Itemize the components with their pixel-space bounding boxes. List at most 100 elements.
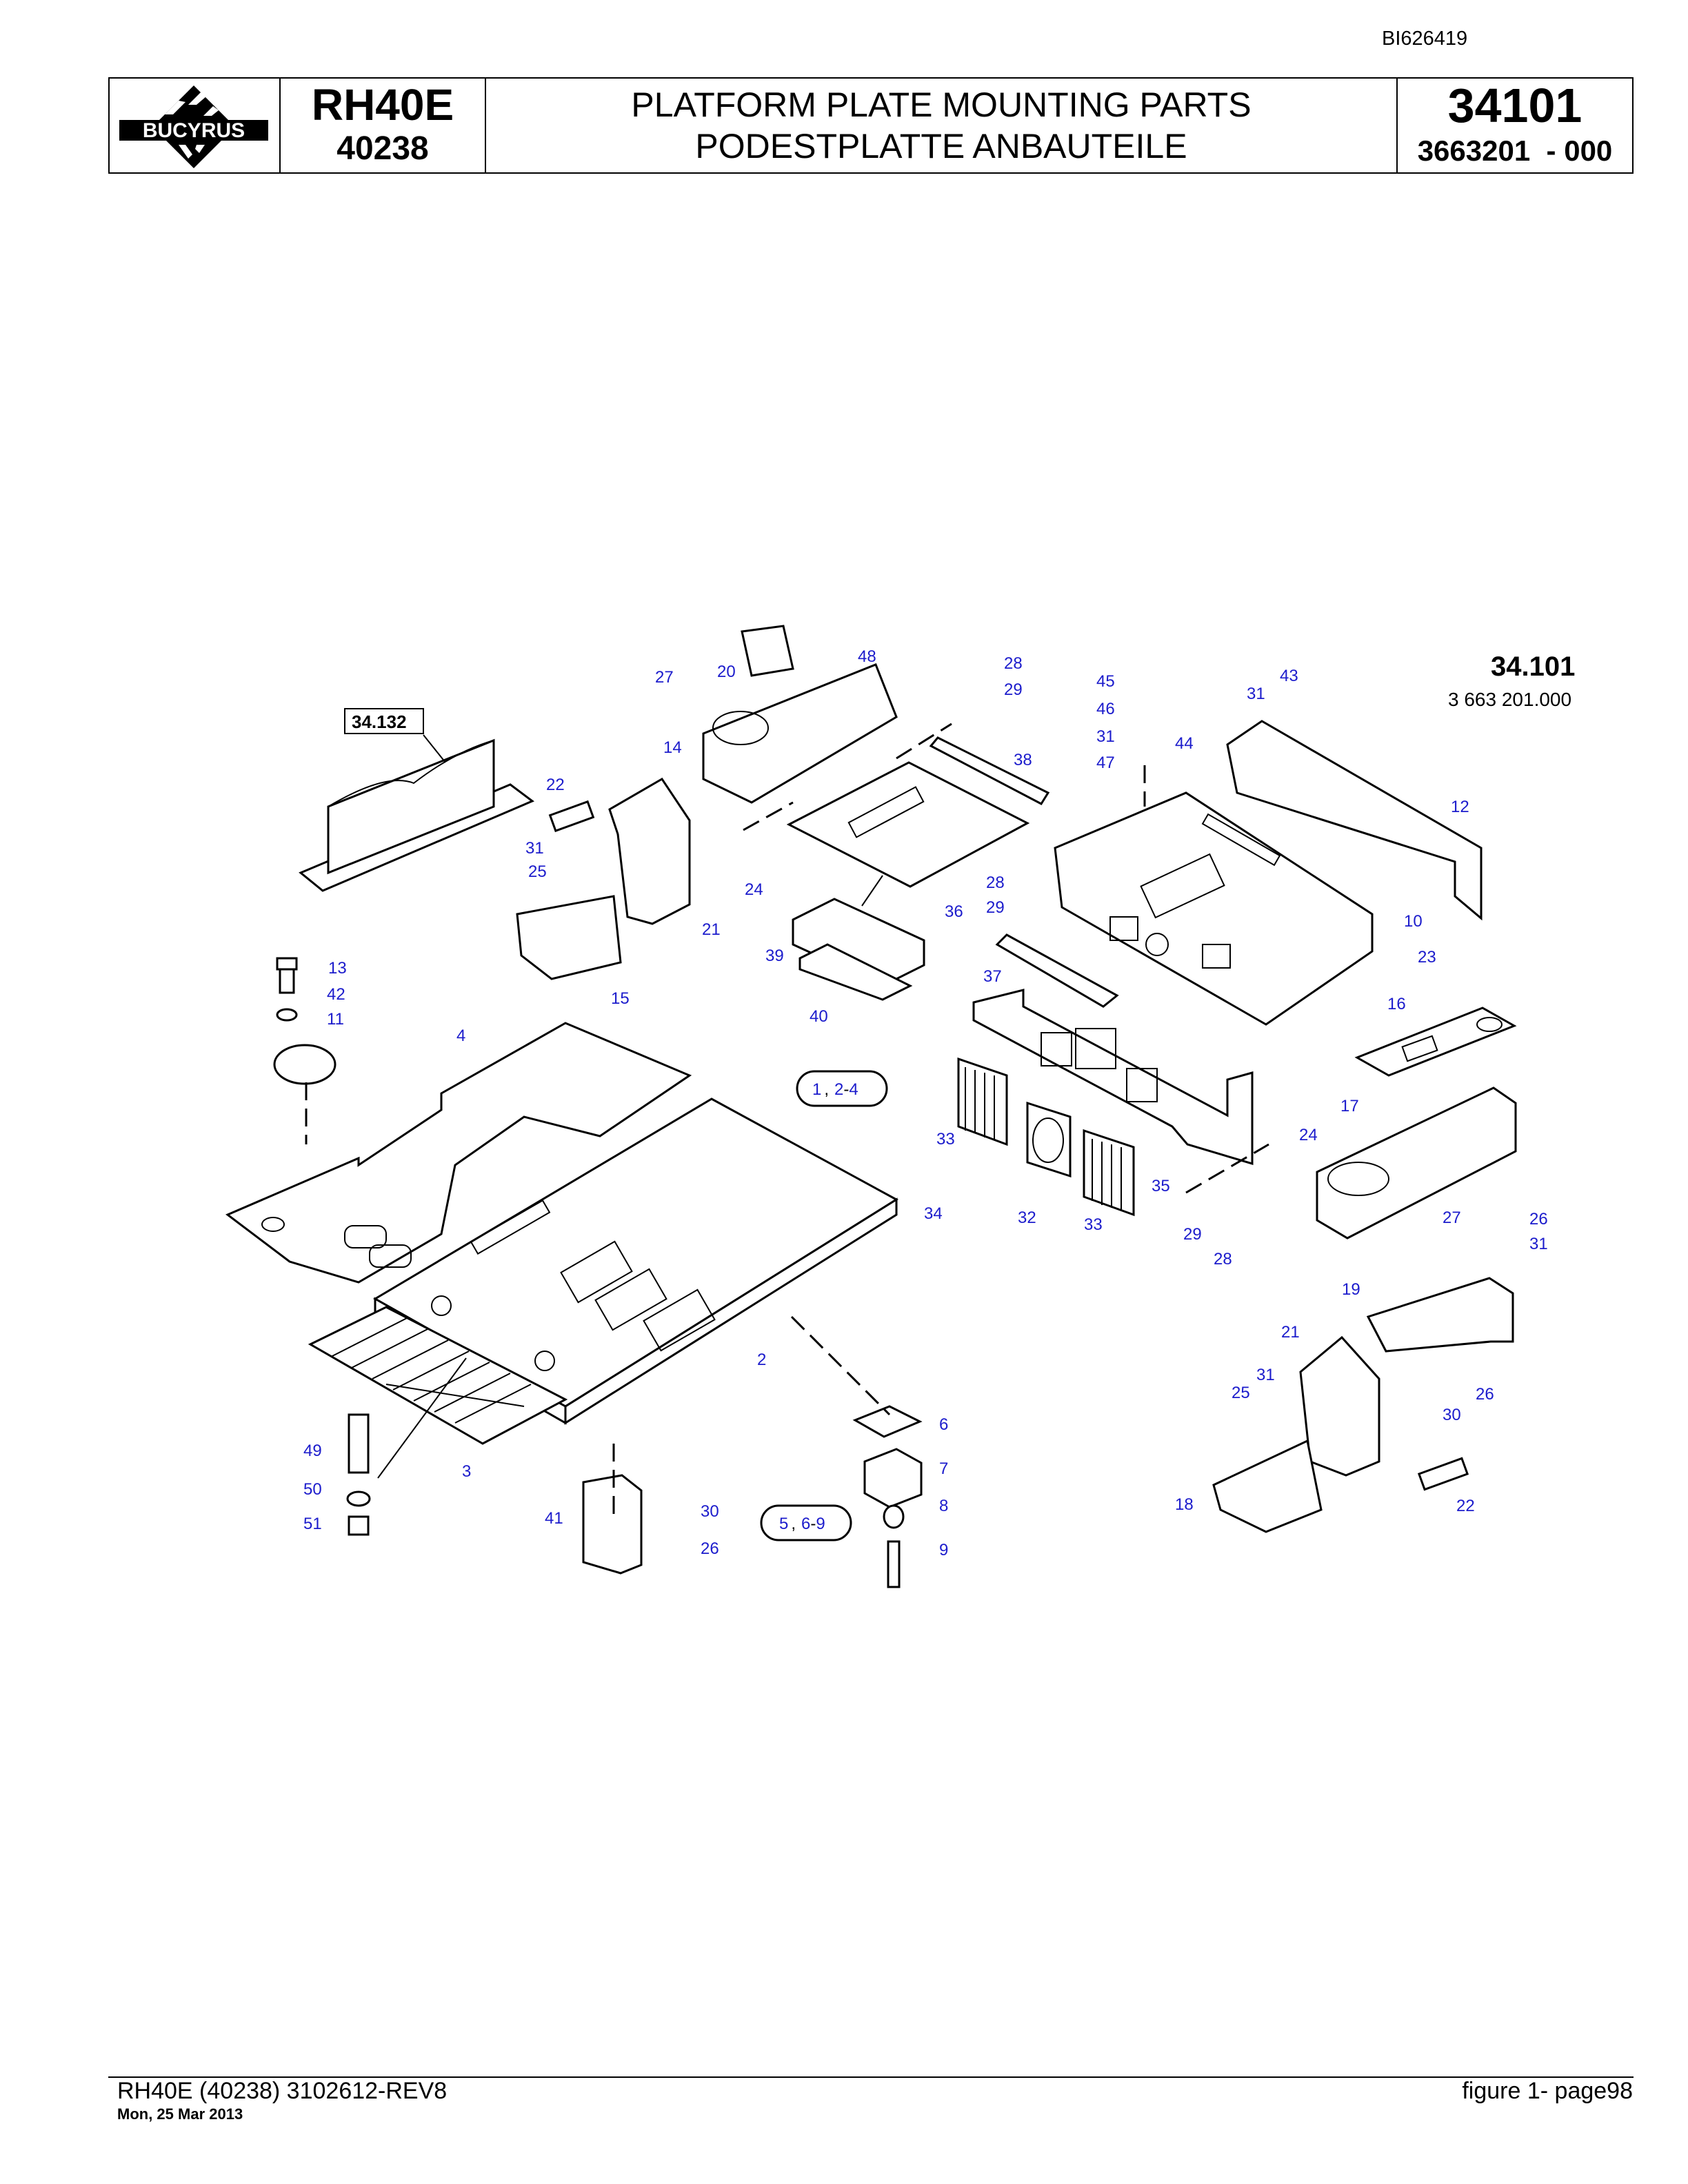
bucyrus-logo: BUCYRUS <box>119 85 268 168</box>
callout-28: 28 <box>986 873 1005 892</box>
floor-mat-4 <box>225 1022 692 1284</box>
callout-25: 25 <box>528 862 547 881</box>
title-cell: PLATFORM PLATE MOUNTING PARTS PODESTPLAT… <box>486 79 1398 172</box>
callout-3: 3 <box>462 1462 471 1481</box>
fan-32 <box>1026 1101 1072 1178</box>
callout-20: 20 <box>717 663 736 681</box>
callout-14: 14 <box>663 738 682 757</box>
callout-44: 44 <box>1175 734 1194 753</box>
callout-31: 31 <box>1096 727 1115 746</box>
louvre-33-right <box>1083 1129 1135 1217</box>
callout-10: 10 <box>1404 912 1423 931</box>
bracket-21-right <box>1299 1335 1380 1477</box>
clamp-block-5-9 <box>852 1405 923 1588</box>
assembly-line <box>790 1315 891 1416</box>
callout-13: 13 <box>328 959 347 978</box>
callout-31: 31 <box>525 839 544 858</box>
callout-50: 50 <box>303 1480 322 1499</box>
cover-15 <box>516 895 622 980</box>
callout-33: 33 <box>1084 1215 1103 1234</box>
callout-25: 25 <box>1232 1384 1250 1402</box>
model-name: RH40E <box>311 80 454 130</box>
callout-16: 16 <box>1387 995 1406 1013</box>
louvre-33-left <box>957 1057 1008 1146</box>
callout-30: 30 <box>701 1502 719 1521</box>
callout-2: 2 <box>757 1351 766 1369</box>
number-cell: 34101 3663201 - 000 <box>1398 79 1632 172</box>
callout-41: 41 <box>545 1509 563 1528</box>
callout-22: 22 <box>546 776 565 794</box>
console-housing-17 <box>1316 1086 1517 1240</box>
callout-18: 18 <box>1175 1495 1194 1514</box>
callout-42: 42 <box>327 985 345 1004</box>
callout-29: 29 <box>1004 680 1023 699</box>
callout-12: 12 <box>1451 798 1469 816</box>
callout-7: 7 <box>939 1459 948 1478</box>
angle-12 <box>1226 720 1483 921</box>
ref-group-label: 34.101 <box>1491 651 1575 682</box>
bracket-21-left <box>548 777 691 925</box>
callout-46: 46 <box>1096 700 1115 718</box>
bracket-19 <box>1366 1277 1514 1353</box>
step-grating-3 <box>308 1306 568 1445</box>
callout-36: 36 <box>945 902 963 921</box>
bracket-38 <box>929 736 1050 805</box>
callout-49: 49 <box>303 1442 322 1460</box>
callout-26: 26 <box>1476 1385 1494 1404</box>
group-label-1-4: 1,2-4 <box>812 1080 858 1099</box>
top-cover-10 <box>1054 791 1374 1026</box>
callout-38: 38 <box>1014 751 1032 769</box>
callout-48: 48 <box>858 647 876 666</box>
callout-24: 24 <box>745 880 763 899</box>
callout-30: 30 <box>1443 1406 1461 1424</box>
assembly-line <box>1185 1143 1269 1194</box>
filter-39-40 <box>792 898 925 1001</box>
arrow <box>377 1357 467 1479</box>
callout-22: 22 <box>1456 1497 1475 1515</box>
callout-29: 29 <box>986 898 1005 917</box>
group-label-oval-5-9 <box>760 1504 852 1541</box>
footer-page-ref: figure 1- page98 <box>1462 2078 1633 2104</box>
document-id: BI626419 <box>1382 28 1468 50</box>
console-housing-14 <box>702 625 898 804</box>
callout-31: 31 <box>1256 1366 1275 1384</box>
footer-document-ref: RH40E (40238) 3102612-REV8 <box>117 2078 448 2104</box>
callout-37: 37 <box>983 967 1002 986</box>
callout-29: 29 <box>1183 1225 1202 1244</box>
assembly-line <box>743 801 794 831</box>
callout-9: 9 <box>939 1541 948 1559</box>
callout-40: 40 <box>810 1007 828 1026</box>
callout-31: 31 <box>1529 1235 1548 1253</box>
group-label-oval-1-4 <box>796 1070 888 1107</box>
callout-21: 21 <box>702 920 721 939</box>
part-number: 3663201 - 000 <box>1417 134 1613 167</box>
callout-28: 28 <box>1214 1250 1232 1268</box>
logo-cell: BUCYRUS <box>110 79 281 172</box>
title-german: PODESTPLATTE ANBAUTEILE <box>695 127 1187 165</box>
serial-number: 40238 <box>336 130 429 167</box>
callout-43: 43 <box>1280 667 1298 685</box>
callout-17: 17 <box>1340 1097 1359 1115</box>
ref-box-frame <box>344 708 424 734</box>
callout-34: 34 <box>924 1204 943 1223</box>
assembly-line <box>896 722 952 760</box>
arrow <box>861 875 883 907</box>
callout-45: 45 <box>1096 672 1115 691</box>
bracket-41 <box>582 1474 643 1575</box>
callout-21: 21 <box>1281 1323 1300 1342</box>
callout-27: 27 <box>1443 1209 1461 1227</box>
callout-47: 47 <box>1096 754 1115 772</box>
callout-6: 6 <box>939 1415 948 1434</box>
callout-51: 51 <box>303 1515 322 1533</box>
group-label-5-9: 5,6-9 <box>779 1515 825 1533</box>
title-block: BUCYRUS RH40E 40238 PLATFORM PLATE MOUNT… <box>108 77 1634 174</box>
callout-33: 33 <box>936 1130 955 1149</box>
callout-19: 19 <box>1342 1280 1360 1299</box>
footer-rule <box>108 2076 1634 2078</box>
callout-39: 39 <box>765 947 784 965</box>
mounting-plate-36 <box>786 761 1030 888</box>
svg-text:BUCYRUS: BUCYRUS <box>143 119 245 142</box>
callout-28: 28 <box>1004 654 1023 673</box>
plate-16 <box>1354 1007 1517 1077</box>
